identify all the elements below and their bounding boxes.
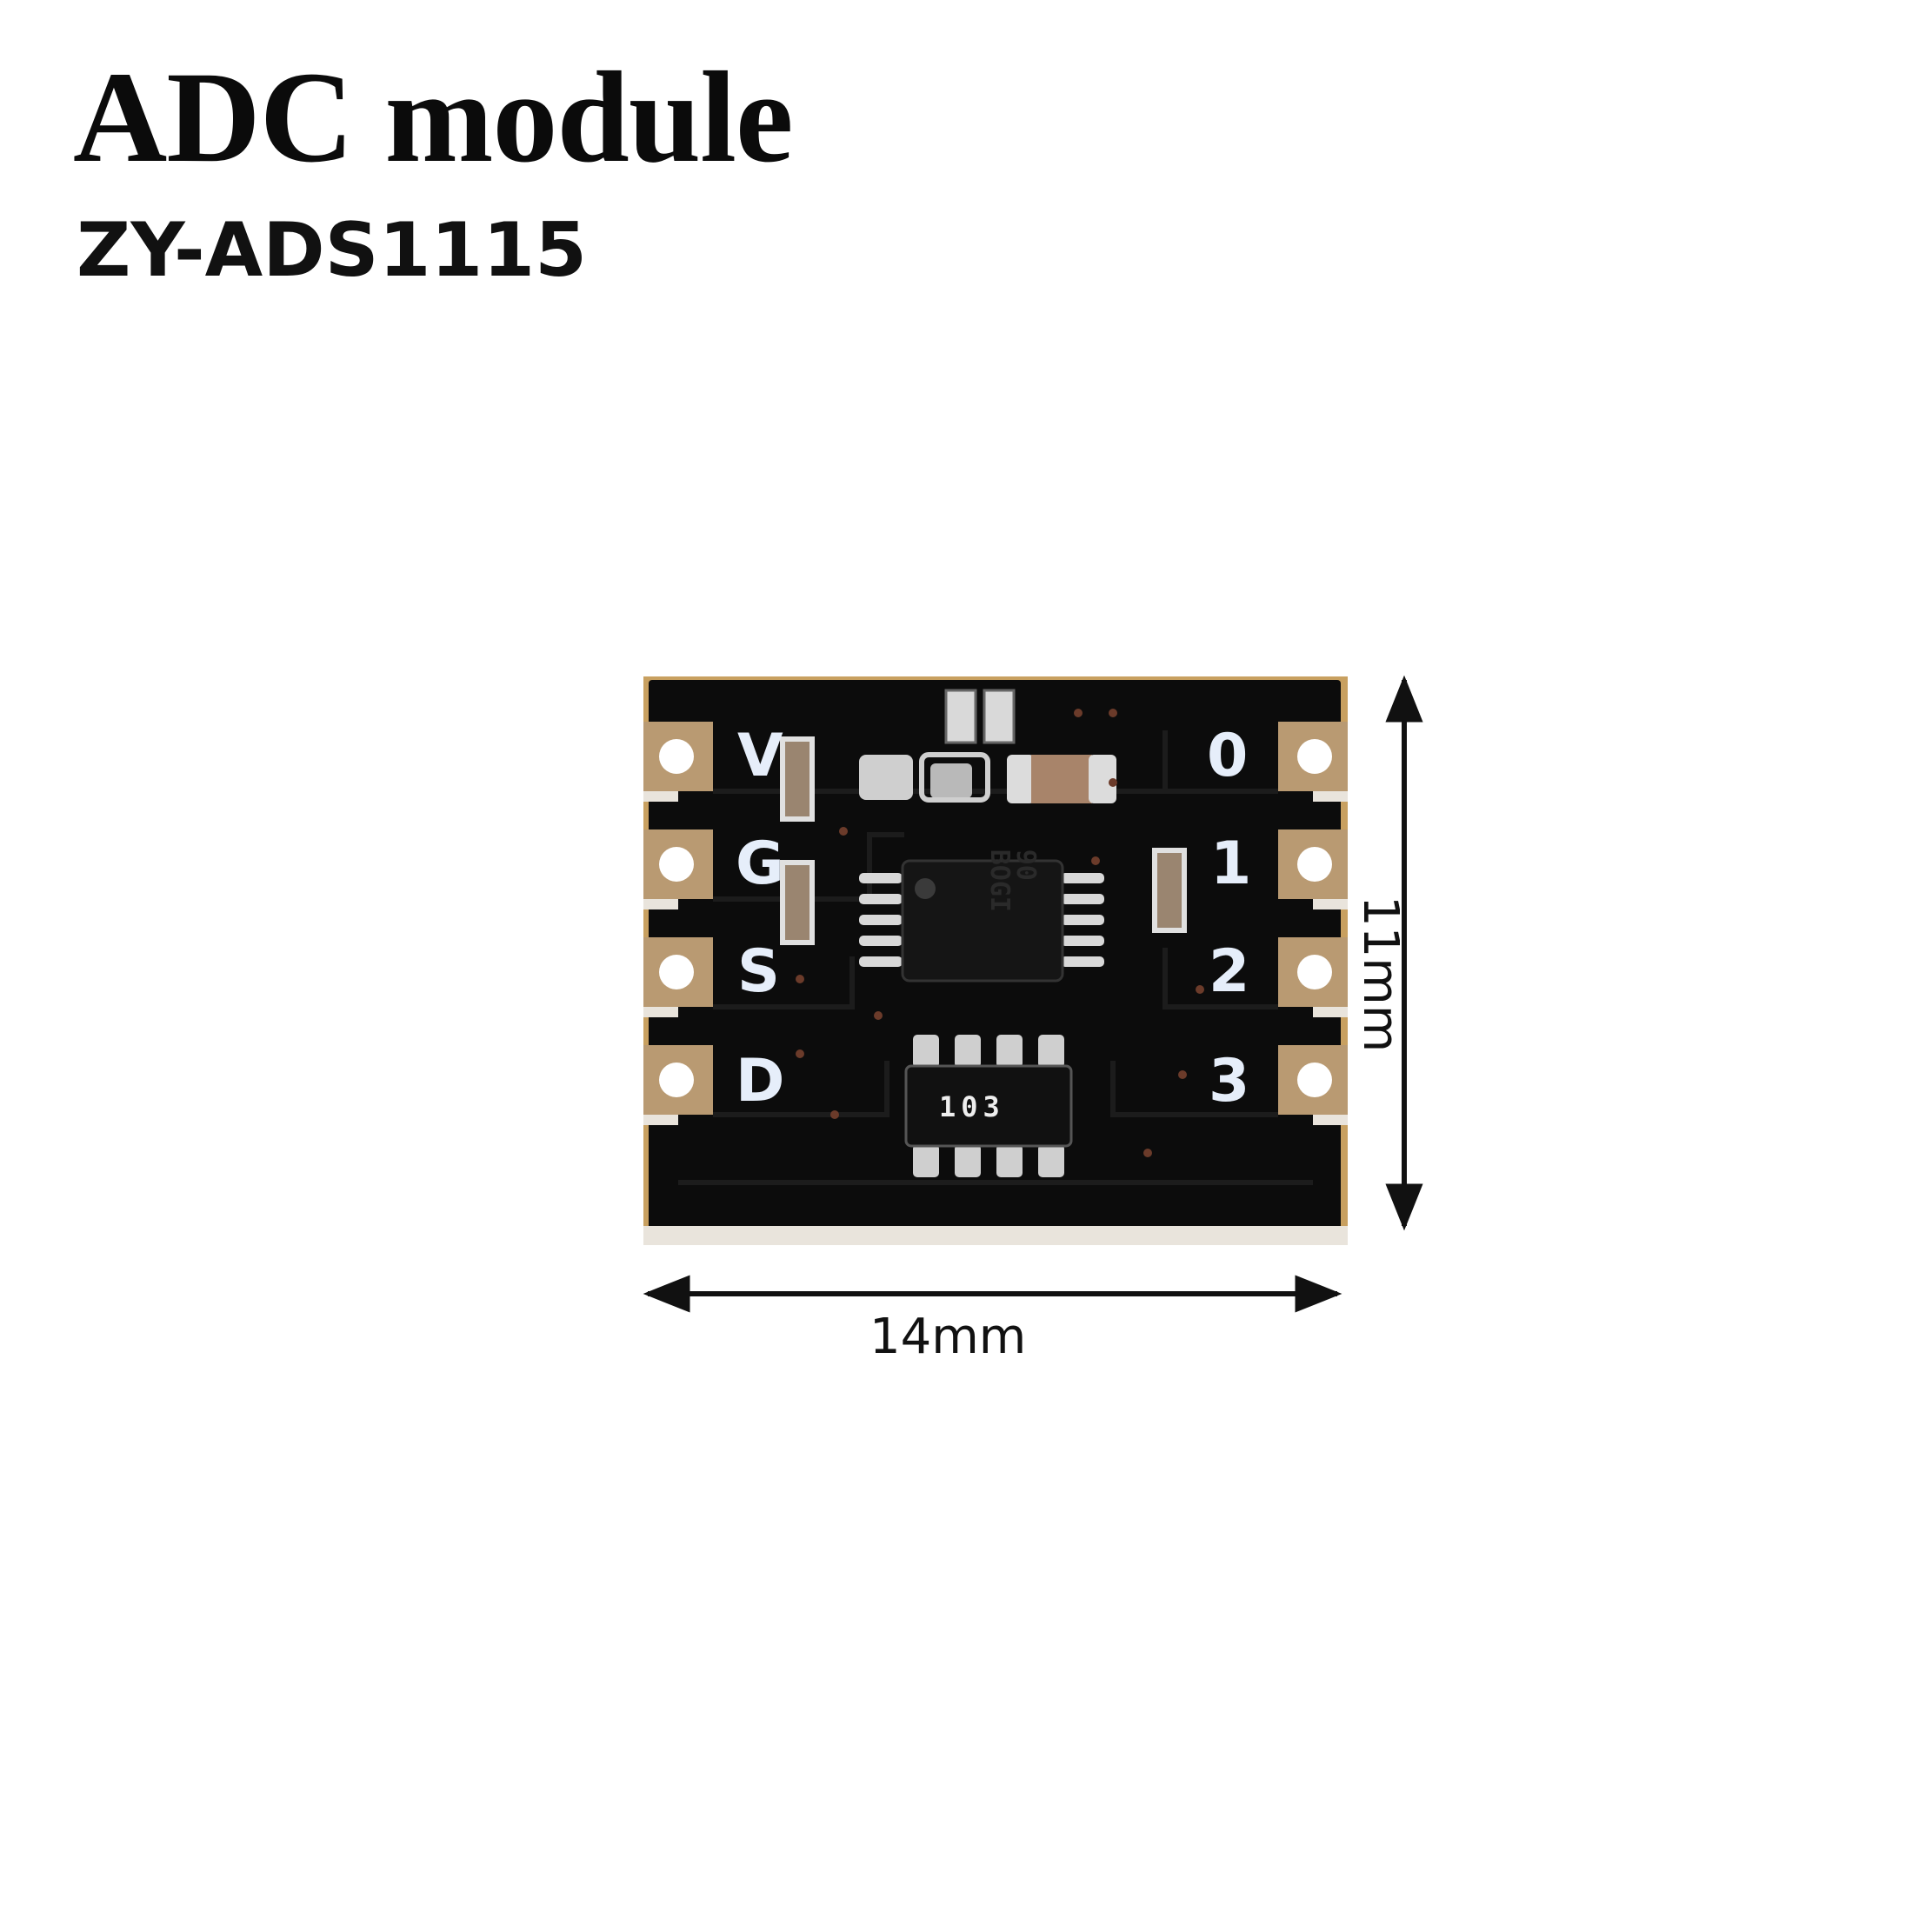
ceramic-capacitor (1007, 755, 1116, 803)
pads-left (643, 722, 713, 1115)
resistor-network (904, 1064, 1073, 1148)
board-bottom-edge (643, 1226, 1348, 1245)
small-cap-right (1152, 848, 1187, 933)
pin-label-v: V (737, 722, 783, 790)
pin-label-d: D (736, 1047, 785, 1116)
ic-leads (859, 873, 1104, 967)
pads-right (1278, 722, 1348, 1115)
resistor-network-leads (913, 1035, 1064, 1177)
chip-pin1-dot (915, 878, 936, 899)
pin-label-1: 1 (1210, 829, 1252, 898)
width-label: 14mm (869, 1309, 1027, 1365)
resistor-marking: 103 (939, 1090, 1005, 1123)
pcb-board: V G S D 0 1 2 3 90 BOGI 103 (626, 661, 1365, 1261)
pin-label-g: G (736, 829, 784, 898)
adc-chip (901, 859, 1064, 983)
model-subtitle: ZY-ADS1115 (77, 207, 587, 294)
pin-label-0: 0 (1207, 722, 1249, 790)
height-label: 11mm (1352, 896, 1409, 1053)
page-title: ADC module (73, 45, 794, 190)
small-caps-left (780, 736, 815, 945)
pin-label-2: 2 (1209, 937, 1250, 1006)
pcb-illustration (643, 676, 1348, 1245)
top-capacitor-pair (944, 689, 1016, 744)
vias (796, 709, 1204, 1157)
pin-label-3: 3 (1209, 1047, 1250, 1116)
pin-label-s: S (737, 937, 780, 1006)
smd-pads-top (859, 752, 990, 803)
